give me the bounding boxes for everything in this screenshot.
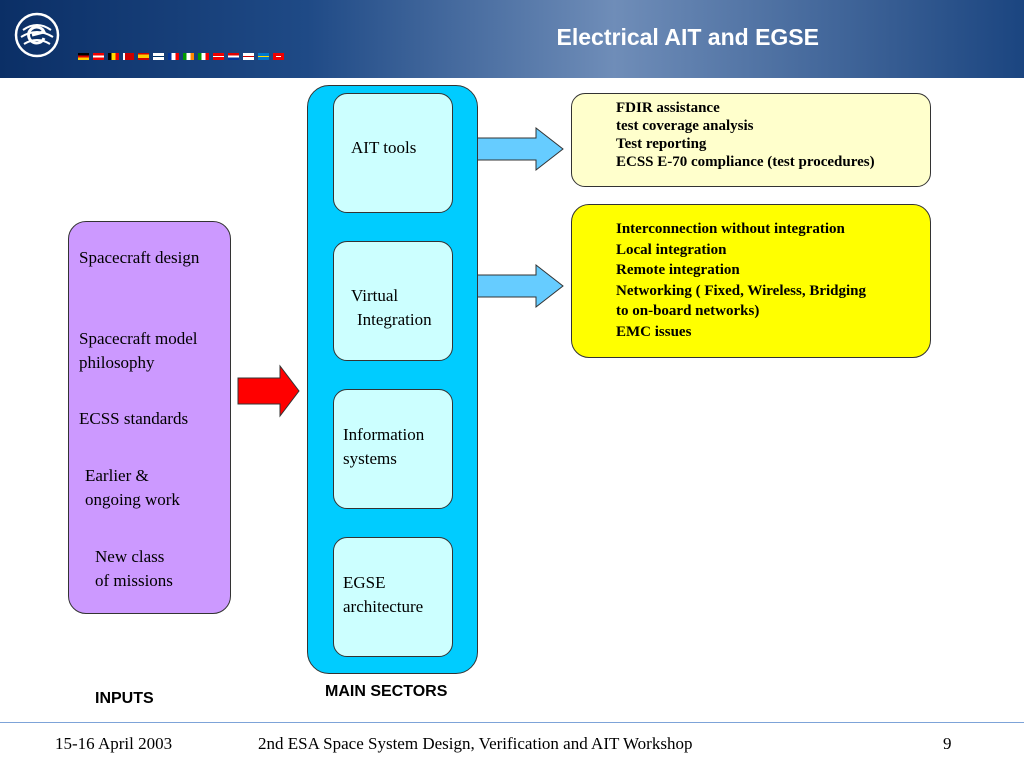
input-item-newclass-line1: New class [95, 547, 165, 566]
sector-egse-line1: EGSE [343, 573, 386, 592]
input-item-model-line1: Spacecraft model [79, 329, 198, 348]
flag-icon [243, 53, 254, 60]
footer-divider [0, 722, 1024, 723]
footer-event: 2nd ESA Space System Design, Verificatio… [258, 734, 693, 753]
output-line: Networking ( Fixed, Wireless, Bridging [616, 282, 867, 299]
output-line: EMC issues [616, 323, 692, 340]
flag-icon [213, 53, 224, 60]
esa-logo-icon [14, 12, 60, 58]
input-item-model-line2: philosophy [79, 353, 155, 372]
virtual-integration-output-list: Interconnection without integration Loca… [616, 219, 866, 342]
output-line: ECSS E-70 compliance (test procedures) [616, 154, 875, 170]
sector-ait-tools-label: AIT tools [351, 138, 417, 157]
sector-virtual-line2: Integration [357, 310, 432, 329]
sector-virtual-line1: Virtual [351, 286, 399, 305]
flag-icon [78, 53, 89, 60]
inputs-label: INPUTS [95, 690, 154, 707]
output-arrow-middle [475, 263, 564, 309]
inputs-box [68, 221, 231, 614]
sector-information-systems [333, 389, 453, 509]
sector-egse-line2: architecture [343, 597, 424, 616]
input-arrow [237, 364, 300, 418]
output-line: Interconnection without integration [616, 221, 845, 237]
output-line: Remote integration [616, 262, 740, 278]
footer-page-number: 9 [943, 734, 952, 753]
sector-egse-architecture [333, 537, 453, 657]
main-sectors-label: MAIN SECTORS [325, 683, 448, 700]
footer-date: 15-16 April 2003 [55, 734, 173, 753]
flag-icon [153, 53, 164, 60]
sector-ait-tools [333, 93, 453, 213]
flag-icon [273, 53, 284, 60]
flag-icon [228, 53, 239, 60]
virtual-integration-output-box [571, 204, 931, 358]
sector-virtual-integration [333, 241, 453, 361]
flag-icon [168, 53, 179, 60]
input-item-earlier-line1: Earlier & [85, 466, 149, 485]
member-flags [78, 53, 284, 60]
ait-tools-output-box [571, 93, 931, 187]
flag-icon [258, 53, 269, 60]
input-item-newclass-line2: of missions [95, 571, 173, 590]
input-item-ecss: ECSS standards [79, 409, 189, 428]
sector-info-line1: Information [343, 425, 425, 444]
sector-info-line2: systems [343, 449, 397, 468]
output-line: Test reporting [616, 136, 707, 152]
output-arrow-top [475, 126, 564, 172]
input-item-earlier-line2: ongoing work [85, 490, 180, 509]
flag-icon [108, 53, 119, 60]
flag-icon [198, 53, 209, 60]
input-item-spacecraft-design: Spacecraft design [79, 248, 200, 267]
ait-tools-output-list: FDIR assistance test coverage analysis T… [616, 99, 875, 171]
output-line: Local integration [616, 241, 727, 258]
flag-icon [93, 53, 104, 60]
output-line: to on-board networks) [616, 303, 760, 319]
flag-icon [138, 53, 149, 60]
flag-icon [183, 53, 194, 60]
slide-title: Electrical AIT and EGSE [556, 24, 819, 50]
output-line: FDIR assistance [616, 100, 720, 116]
output-line: test coverage analysis [616, 118, 754, 134]
slide-header: Electrical AIT and EGSE [0, 0, 1024, 78]
flag-icon [123, 53, 134, 60]
